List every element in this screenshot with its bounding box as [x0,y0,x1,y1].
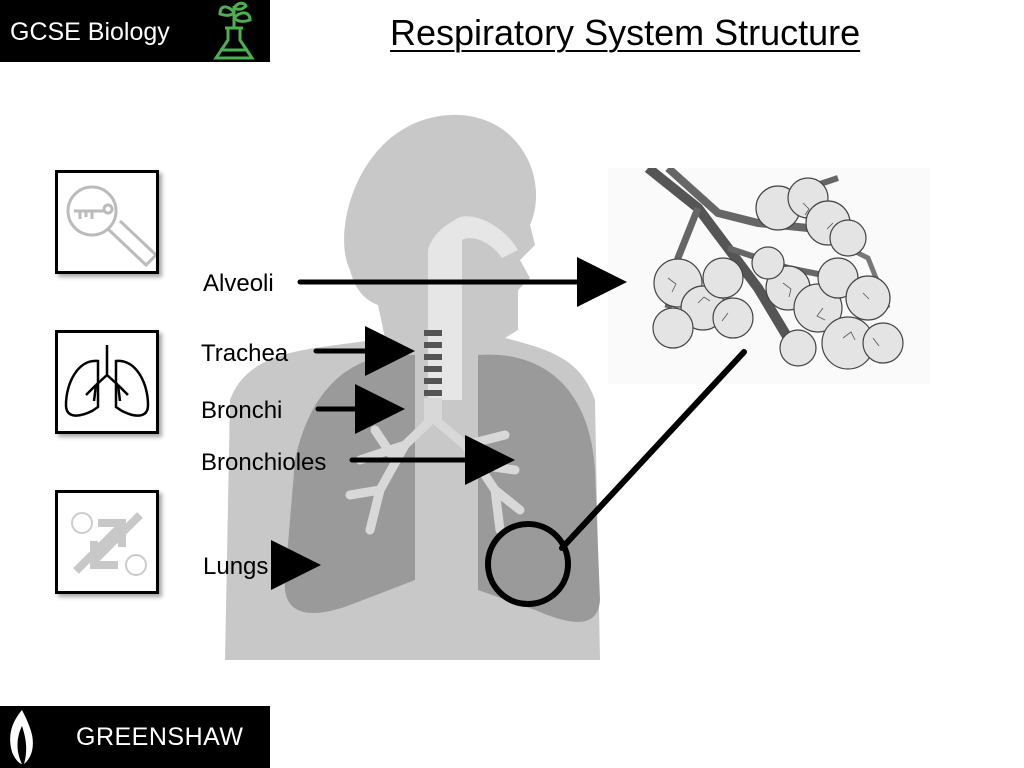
zoom-line [559,349,747,551]
label-bronchi: Bronchi [201,397,283,424]
side-box-lungs [55,330,159,434]
plant-flask-logo-icon [213,1,255,60]
side-box-key [55,170,159,274]
zoom-circle [485,521,571,607]
subject-label: GCSE Biology [10,18,170,46]
alveolus [829,219,867,257]
airway [428,216,518,400]
page-title: Respiratory System Structure [390,12,861,53]
label-trachea: Trachea [201,340,289,367]
footer-brand-box [0,706,270,768]
lungs-icon [64,345,150,417]
gas-exchange-icon [71,512,147,576]
zoom-indicator [485,349,747,607]
alveolus [702,257,744,299]
header-brand-box [0,0,270,62]
label-lungs: Lungs [203,553,269,580]
alveoli-cluster-image [608,168,930,384]
trachea-rings [424,330,442,396]
label-alveoli: Alveoli [203,270,274,297]
school-name: GREENSHAW [76,723,244,751]
alveolus [779,329,817,367]
magnifier-key-icon [66,185,159,268]
alveolus [862,322,904,364]
alveolus [751,246,785,280]
side-box-gas-exchange [55,490,159,594]
label-bronchioles: Bronchioles [201,449,327,476]
alveolus [712,297,754,339]
flame-logo-icon [10,710,33,764]
alveolus [652,307,694,349]
